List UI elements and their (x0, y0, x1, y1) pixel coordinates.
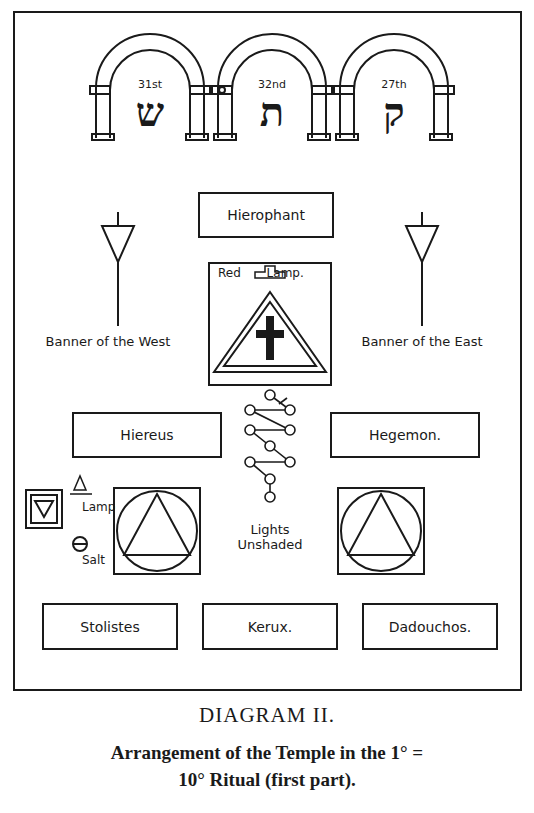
label: Banner of the West (46, 334, 171, 349)
officer-box: Kerux. (202, 603, 338, 650)
hebrew-letter: ת (260, 92, 284, 132)
banner (406, 212, 438, 326)
arch (90, 34, 210, 140)
salt-symbol (73, 537, 87, 551)
label: Banner of the East (361, 334, 482, 349)
pillar (338, 488, 424, 574)
altar-box: Red Lamp. (208, 262, 332, 386)
diagram-title: DIAGRAM II. (0, 703, 534, 728)
caption: Arrangement of the Temple in the 1° = 10… (97, 740, 437, 793)
lamp-symbol (70, 476, 92, 494)
altar-symbol (214, 266, 326, 372)
hebrew-letter: ק (383, 92, 404, 132)
label: 31st (138, 78, 162, 91)
officer-name: Hiereus (120, 427, 173, 443)
officer-name: Hierophant (227, 207, 305, 223)
label: Lamp (82, 500, 115, 514)
officer-box: Stolistes (42, 603, 178, 650)
label: Salt (82, 553, 105, 567)
officer-name: Red Lamp. (218, 266, 304, 280)
water-symbol (26, 490, 62, 528)
officer-name: Stolistes (80, 619, 139, 635)
officer-box: Hiereus (72, 412, 222, 458)
label: Lights Unshaded (230, 522, 310, 552)
cross (256, 316, 284, 360)
banner (102, 212, 134, 326)
officer-name: Dadouchos. (389, 619, 472, 635)
pillar (114, 488, 200, 574)
officer-box: Dadouchos. (362, 603, 498, 650)
arch (212, 34, 332, 140)
officer-box: Hegemon. (330, 412, 480, 458)
officer-name: Hegemon. (369, 427, 441, 443)
label: 32nd (258, 78, 286, 91)
tree-of-life (245, 390, 295, 502)
label: 27th (381, 78, 406, 91)
arch (334, 34, 454, 140)
frame (14, 12, 521, 690)
hebrew-letter: ש (136, 92, 164, 132)
officer-name: Kerux. (248, 619, 292, 635)
officer-box: Hierophant (198, 192, 334, 238)
